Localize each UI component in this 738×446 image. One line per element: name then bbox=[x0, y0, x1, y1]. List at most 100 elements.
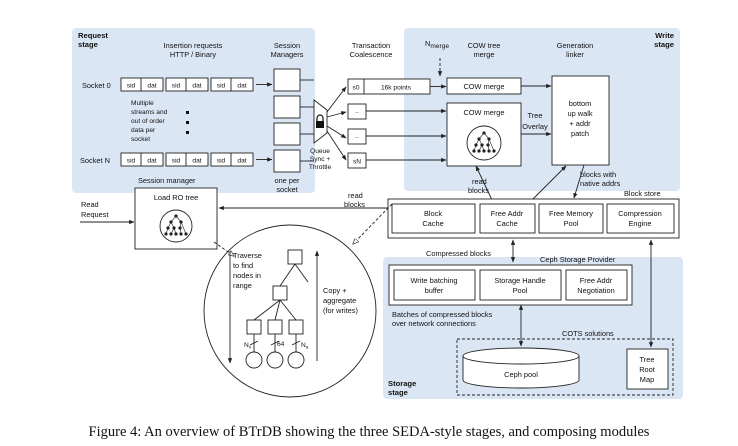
txn-dots-1: .. bbox=[355, 108, 359, 115]
cots-box bbox=[456, 338, 674, 396]
read-blocks-up-arrow bbox=[475, 165, 493, 201]
ro-tree-zoom-arrow bbox=[213, 241, 234, 256]
nmerge-label: Nmerge bbox=[425, 39, 449, 50]
one-per-socket-2: socket bbox=[276, 185, 297, 194]
block-store-label: Block store bbox=[624, 189, 661, 198]
traverse-left-1: Traverse bbox=[233, 251, 262, 260]
cell-dat: dat bbox=[147, 158, 156, 165]
traverse-right-3: (for writes) bbox=[323, 306, 358, 315]
storage-handle-2: Pool bbox=[513, 286, 528, 295]
storage-handle-box bbox=[479, 269, 562, 301]
block-cache-2: Cache bbox=[422, 219, 443, 228]
transaction-header-2: Coalescence bbox=[350, 50, 393, 59]
tree-root-map-2: Root bbox=[639, 365, 655, 374]
free-addr-cache-2: Cache bbox=[496, 219, 517, 228]
transaction-buffers bbox=[347, 78, 431, 169]
cell-sid: sid bbox=[217, 158, 226, 165]
read-blocks-v-1: read bbox=[472, 177, 487, 186]
write-batching-box bbox=[393, 269, 476, 301]
queue-label-2: Sync + bbox=[310, 156, 330, 163]
session-managers-header-2: Managers bbox=[271, 50, 304, 59]
cots-label: COTS solutions bbox=[562, 329, 614, 338]
load-ro-tree-label: Load RO tree bbox=[154, 193, 198, 202]
cow-tree-merge-header-2: merge bbox=[474, 50, 495, 59]
ceph-pool-cylinder bbox=[462, 347, 580, 389]
read-request-1: Read bbox=[81, 200, 99, 209]
traverse-left-4: range bbox=[233, 281, 252, 290]
compressed-blocks-label: Compressed blocks bbox=[426, 249, 491, 258]
socket-0-label: Socket 0 bbox=[82, 81, 111, 90]
generation-text-4: patch bbox=[571, 129, 589, 138]
cell-dat: dat bbox=[237, 83, 246, 90]
txn-sN: sN bbox=[353, 159, 361, 166]
free-addr-negotiation-2: Negotiation bbox=[577, 286, 614, 295]
read-blocks-v-2: blocks bbox=[468, 186, 489, 195]
vertical-ellipsis-dots bbox=[186, 111, 189, 134]
storage-stage-title-1: Storage bbox=[388, 379, 416, 388]
tree-root-map-3: Map bbox=[640, 375, 654, 384]
cell-sid: sid bbox=[217, 83, 226, 90]
session-managers-header-1: Session bbox=[274, 41, 300, 50]
free-memory-pool-2: Pool bbox=[564, 219, 579, 228]
tree-overlay-label-1: Tree bbox=[528, 111, 543, 120]
figure-caption: Figure 4: An overview of BTrDB showing t… bbox=[88, 424, 650, 440]
cell-sid: sid bbox=[127, 83, 136, 90]
request-stage-bg bbox=[72, 28, 315, 193]
cell-sid: sid bbox=[172, 83, 181, 90]
socket-n-label: Socket N bbox=[80, 156, 110, 165]
gen-to-blockstore-arrow bbox=[573, 164, 585, 199]
traverse-64-label: 64 bbox=[277, 341, 285, 348]
txn-points: 16k points bbox=[381, 85, 412, 92]
batches-label-1: Batches of compressed blocks bbox=[392, 310, 493, 319]
cell-dat: dat bbox=[192, 158, 201, 165]
cell-dat: dat bbox=[237, 158, 246, 165]
ro-tree-icon bbox=[159, 209, 193, 243]
generation-text-2: up walk bbox=[567, 109, 592, 118]
traverse-left-3: nodes in bbox=[233, 271, 261, 280]
generation-text-3: + addr bbox=[569, 119, 591, 128]
queue-label-1: Queue bbox=[310, 148, 330, 155]
free-addr-cache-box bbox=[479, 203, 536, 234]
cow-tree-merge-header-1: COW tree bbox=[468, 41, 501, 50]
read-blocks-h-2: blocks bbox=[344, 200, 365, 209]
traverse-right-1: Copy + bbox=[323, 286, 347, 295]
traverse-circle bbox=[203, 224, 377, 398]
one-per-socket-1: one per bbox=[274, 176, 300, 185]
tree-root-map-box bbox=[626, 348, 669, 390]
cell-dat: dat bbox=[147, 83, 156, 90]
request-stage-title-2: stage bbox=[78, 40, 98, 49]
insertion-header-1: Insertion requests bbox=[164, 41, 223, 50]
write-batching-1: Write batching bbox=[410, 276, 457, 285]
storage-handle-1: Storage Handle bbox=[494, 276, 545, 285]
streams-note-2: streams and bbox=[131, 109, 168, 116]
streams-note-4: data per bbox=[131, 127, 156, 134]
traverse-ns-label: Ns bbox=[244, 342, 252, 350]
free-addr-negotiation-box bbox=[565, 269, 628, 301]
cell-dat: dat bbox=[192, 83, 201, 90]
tree-root-map-1: Tree bbox=[640, 355, 655, 364]
tree-overlay-label-2: Overlay bbox=[522, 122, 548, 131]
streams-note-5: socket bbox=[131, 136, 150, 143]
cow-merge-top-label: COW merge bbox=[463, 82, 504, 91]
cow-merge-mid-label: COW merge bbox=[463, 108, 504, 117]
batches-label-2: over network connections bbox=[392, 319, 476, 328]
compression-engine-1: Compression bbox=[618, 209, 662, 218]
insertion-header-2: HTTP / Binary bbox=[170, 50, 217, 59]
blocks-native-2: native addrs bbox=[580, 179, 621, 188]
free-addr-negotiation-1: Free Addr bbox=[580, 276, 613, 285]
block-cache-box bbox=[391, 203, 476, 234]
traverse-na-label: Na bbox=[301, 342, 309, 350]
traverse-right-2: aggregate bbox=[323, 296, 356, 305]
ceph-pool-label: Ceph pool bbox=[504, 370, 538, 379]
session-manager-label: Session manager bbox=[138, 176, 196, 185]
write-stage-title-2: stage bbox=[654, 40, 674, 49]
write-batching-2: buffer bbox=[425, 286, 444, 295]
compression-engine-2: Engine bbox=[628, 219, 651, 228]
compression-engine-box bbox=[606, 203, 675, 234]
streams-note-3: out of order bbox=[131, 118, 166, 125]
storage-stage-title-2: stage bbox=[388, 388, 408, 397]
read-blocks-zoom-arrow bbox=[353, 203, 393, 244]
cell-sid: sid bbox=[127, 158, 136, 165]
cell-sid: sid bbox=[172, 158, 181, 165]
